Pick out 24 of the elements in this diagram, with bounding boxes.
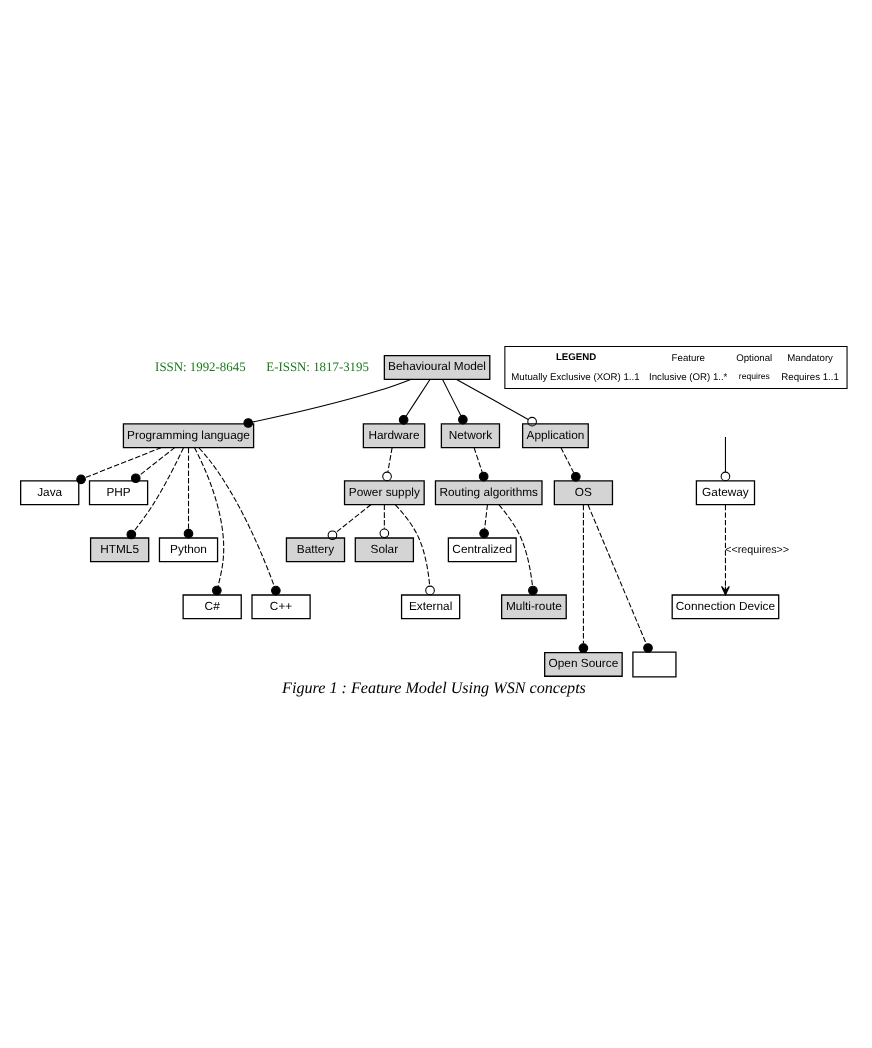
connector: [198, 447, 281, 596]
connector: [243, 378, 412, 428]
connector: [442, 378, 468, 425]
connector: [183, 447, 194, 539]
connector: [479, 504, 489, 539]
node-box: [632, 651, 677, 678]
connector: [456, 378, 537, 427]
connector: [382, 447, 393, 482]
connector: [327, 504, 372, 541]
caption: Figure 1 : Feature Model Using WSN concepts: [282, 678, 586, 697]
connector: [587, 504, 653, 653]
connector: [724, 436, 726, 473]
connector: [130, 447, 176, 484]
connector: [394, 504, 435, 596]
connector: [498, 504, 538, 596]
connector: [193, 447, 225, 596]
connector: [76, 447, 162, 485]
connector: [578, 504, 589, 653]
connector: [398, 378, 431, 425]
connector: [560, 447, 581, 482]
arrow: [721, 504, 730, 596]
connector: [126, 447, 185, 540]
connector: [473, 447, 489, 482]
connector: [379, 504, 390, 539]
